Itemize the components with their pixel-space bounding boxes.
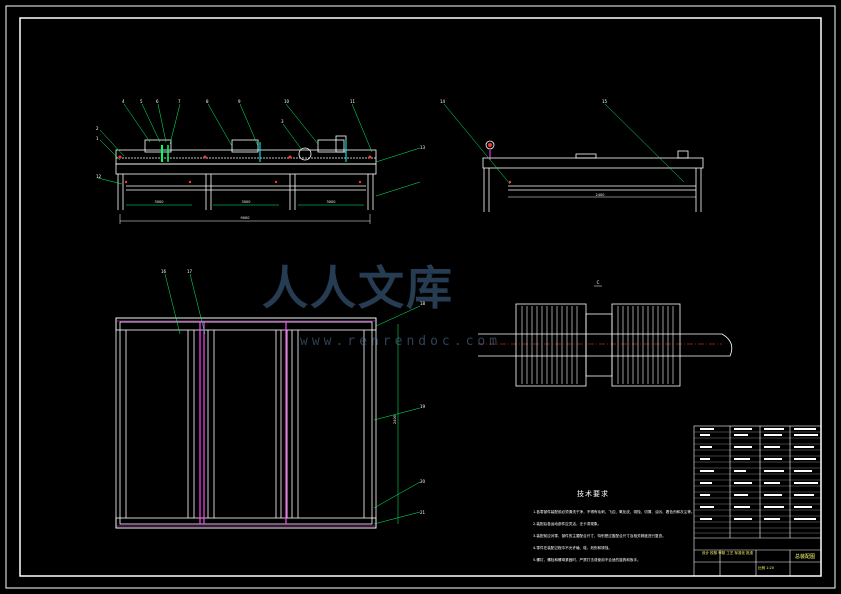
callout-label: 11	[350, 99, 356, 104]
callout-label: 1	[96, 136, 99, 141]
inner-border	[19, 17, 822, 577]
callout-label: 7	[178, 99, 181, 104]
callout-label: 9	[238, 99, 241, 104]
title-block-strip: 设计 校核 审核 工艺 标准化 批准	[702, 551, 754, 555]
plan-callouts	[164, 273, 421, 525]
front-motor-3	[317, 139, 345, 153]
plan-bottom-rail	[115, 517, 377, 529]
side-callouts	[443, 103, 685, 185]
front-view	[115, 135, 377, 224]
outer-border	[5, 5, 836, 589]
callout-label: 14	[440, 99, 446, 104]
side-view	[482, 140, 704, 212]
callout-label: 12	[96, 174, 102, 179]
title-block-scale: 比例 1:20	[758, 566, 774, 570]
front-motor-1	[144, 139, 172, 153]
dimension-label: 3000	[155, 200, 164, 204]
drum-left	[515, 303, 587, 387]
tech-requirement-line: 4.零件在装配过程中不允许磕、碰、划伤和锈蚀。	[533, 546, 612, 550]
front-dimension-labels: 3000 3000 3000 9000	[155, 200, 336, 220]
callout-label: 5	[140, 99, 143, 104]
side-pulley	[485, 140, 495, 150]
side-accents	[488, 143, 512, 184]
callout-label: 6	[156, 99, 159, 104]
drawing-name: 总装配图	[795, 554, 816, 560]
callout-label: 20	[420, 479, 426, 484]
tech-requirements-title: 技术要求	[577, 490, 609, 498]
callout-label: 21	[420, 510, 426, 515]
dimension-label: 2400	[393, 415, 397, 424]
watermark-url: www.renrendoc.com	[300, 334, 502, 349]
dimension-label: 9000	[241, 216, 250, 220]
dimension-label: 2400	[596, 193, 605, 197]
front-callout-labels: 4 5 6 7 8 9 10 11 3 2 1 12 13	[96, 99, 426, 179]
plan-callout-labels: 16 17 18 19 20 21 2400	[161, 269, 426, 515]
drum-shaft	[478, 333, 733, 357]
detail-label: C	[597, 280, 600, 285]
callout-label: 15	[602, 99, 608, 104]
tech-requirement-line: 5.螺钉、螺栓和螺母紧固时，严禁打击或使用不合适的旋具和扳手。	[533, 558, 641, 562]
plan-view	[115, 317, 399, 529]
tech-requirement-line: 3.装配前应对零、部件的主要配合尺寸，特别是过盈配合尺寸及相关精度进行复查。	[533, 534, 666, 538]
tech-requirement-line: 1.各零部件装配前必须清洗干净，不得有毛刺、飞边、氧化皮、锈蚀、切屑、油污、着色…	[533, 510, 695, 514]
watermark-logo-text: 人人文库	[262, 261, 454, 315]
callout-label: 4	[122, 99, 125, 104]
callout-label: 10	[284, 99, 290, 104]
drum-label: C	[594, 280, 602, 287]
front-pulley	[298, 147, 312, 161]
callout-label: 3	[281, 119, 284, 124]
title-block-fill	[700, 428, 818, 520]
title-block-rows	[694, 431, 821, 534]
callout-label: 2	[96, 126, 99, 131]
dimension-label: 3000	[242, 200, 251, 204]
callout-label: 8	[206, 99, 209, 104]
title-block	[693, 425, 822, 577]
side-top-beam	[482, 157, 704, 169]
callout-label: 13	[420, 145, 426, 150]
callout-label: 16	[161, 269, 167, 274]
dimension-label: 3000	[327, 200, 336, 204]
plan-top-rail	[115, 317, 377, 331]
drum-right	[611, 303, 681, 387]
side-callout-labels: 14 15 2400	[440, 99, 608, 197]
callout-label: 18	[420, 301, 426, 306]
plan-accents	[116, 320, 376, 527]
callout-label: 17	[187, 269, 193, 274]
drum-detail	[478, 303, 733, 387]
plan-outer-frame	[115, 317, 377, 529]
front-callouts	[97, 103, 421, 197]
front-mid-beam	[115, 163, 377, 175]
front-accents	[118, 140, 372, 184]
tech-requirement-line: 2.装配后各运动部件应灵活，无卡滞现象。	[533, 522, 602, 526]
callout-label: 19	[420, 404, 426, 409]
